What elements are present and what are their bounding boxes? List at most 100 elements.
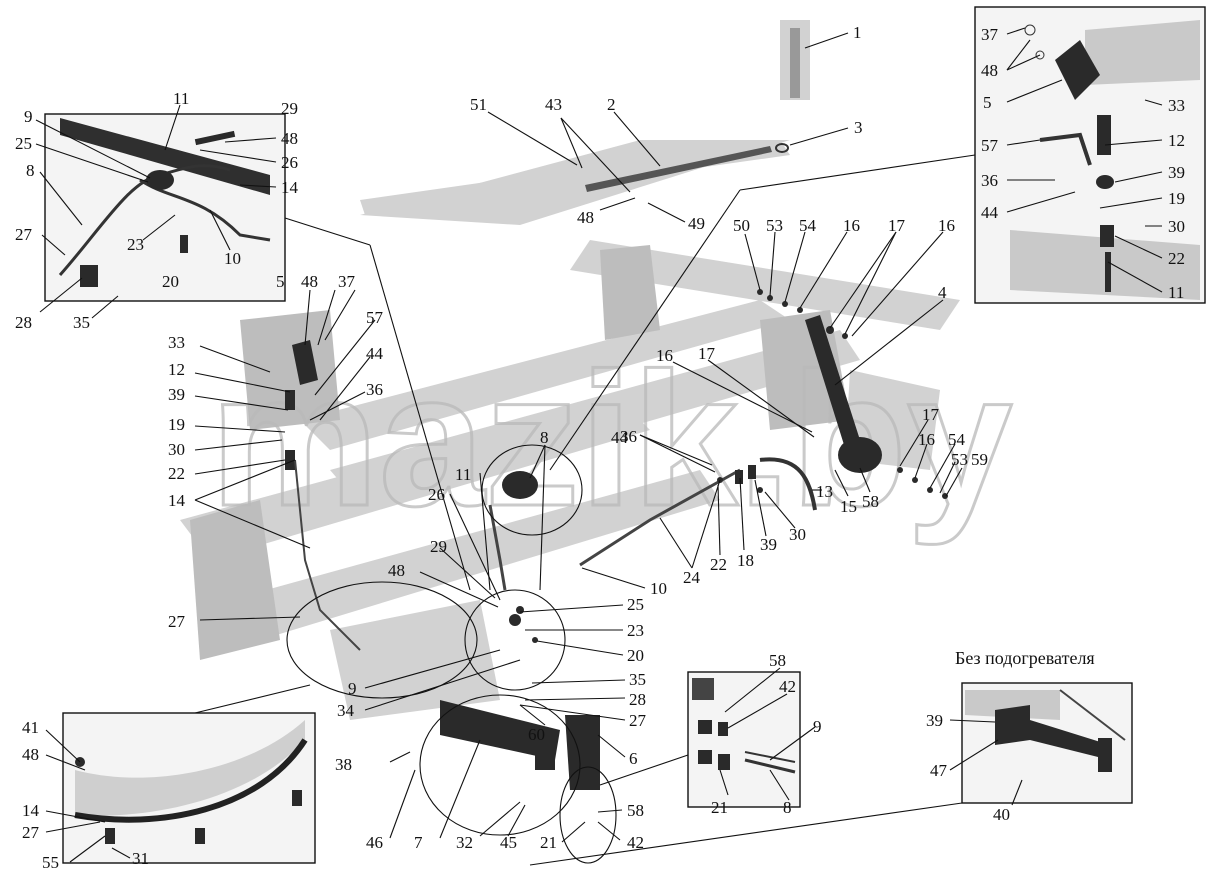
caption-no-heater: Без подогревателя xyxy=(955,648,1095,668)
chassis-frame-drawing xyxy=(180,20,960,720)
label-8: 8 xyxy=(26,161,35,180)
label-54: 54 xyxy=(799,216,817,235)
label-47: 47 xyxy=(930,761,948,780)
label-30: 30 xyxy=(1168,217,1185,236)
label-39: 39 xyxy=(760,535,777,554)
label-22: 22 xyxy=(168,464,185,483)
label-46: 46 xyxy=(366,833,383,852)
label-27: 27 xyxy=(168,612,186,631)
label-25: 25 xyxy=(627,595,644,614)
label-33: 33 xyxy=(1168,96,1185,115)
label-39: 39 xyxy=(1168,163,1185,182)
label-36: 36 xyxy=(981,171,998,190)
label-21: 21 xyxy=(711,798,728,817)
label-39: 39 xyxy=(926,711,943,730)
part-5-valve xyxy=(292,340,318,385)
label-35: 35 xyxy=(73,313,90,332)
label-50: 50 xyxy=(733,216,750,235)
label-9: 9 xyxy=(813,717,822,736)
label-37: 37 xyxy=(981,25,999,44)
label-13: 13 xyxy=(816,482,833,501)
label-39: 39 xyxy=(168,385,185,404)
callout-labels: 1 2 3 51 43 48 49 50 53 54 16 17 16 4 16… xyxy=(15,23,1185,872)
label-8: 8 xyxy=(540,428,549,447)
label-11: 11 xyxy=(1168,283,1184,302)
label-54: 54 xyxy=(948,430,966,449)
label-33: 33 xyxy=(168,333,185,352)
label-16: 16 xyxy=(656,346,673,365)
label-15: 15 xyxy=(840,497,857,516)
label-3: 3 xyxy=(854,118,863,137)
label-51: 51 xyxy=(470,95,487,114)
label-18: 18 xyxy=(737,551,754,570)
label-2: 2 xyxy=(607,95,616,114)
leader-lines xyxy=(35,27,1163,863)
label-42: 42 xyxy=(779,677,796,696)
label-11: 11 xyxy=(173,89,189,108)
label-19: 19 xyxy=(1168,189,1185,208)
label-1: 1 xyxy=(853,23,862,42)
label-57: 57 xyxy=(981,136,999,155)
label-21: 21 xyxy=(540,833,557,852)
part-15-end xyxy=(838,437,882,473)
label-16: 16 xyxy=(938,216,955,235)
part-2-pipe xyxy=(585,146,772,192)
label-8: 8 xyxy=(783,798,792,817)
label-44: 44 xyxy=(611,428,629,447)
label-59: 59 xyxy=(971,450,988,469)
label-38: 38 xyxy=(335,755,352,774)
label-19: 19 xyxy=(168,415,185,434)
label-35: 35 xyxy=(629,670,646,689)
label-14: 14 xyxy=(168,491,186,510)
label-24: 24 xyxy=(683,568,701,587)
label-27: 27 xyxy=(22,823,40,842)
part-6-bracket xyxy=(565,715,600,790)
label-14: 14 xyxy=(22,801,40,820)
label-53: 53 xyxy=(766,216,783,235)
part-10-pipe xyxy=(579,468,741,567)
label-6: 6 xyxy=(629,749,638,768)
label-41: 41 xyxy=(22,718,39,737)
label-25: 25 xyxy=(15,134,32,153)
label-17: 17 xyxy=(922,405,940,424)
label-48: 48 xyxy=(577,208,594,227)
label-20: 20 xyxy=(627,646,644,665)
label-22: 22 xyxy=(1168,249,1185,268)
inset-bottom-left xyxy=(62,712,316,864)
label-44: 44 xyxy=(366,344,384,363)
label-20: 20 xyxy=(162,272,179,291)
label-36: 36 xyxy=(366,380,383,399)
label-32: 32 xyxy=(456,833,473,852)
label-30: 30 xyxy=(168,440,185,459)
label-5: 5 xyxy=(276,272,285,291)
label-17: 17 xyxy=(888,216,906,235)
label-49: 49 xyxy=(688,214,705,233)
label-12: 12 xyxy=(1168,131,1185,150)
label-58: 58 xyxy=(627,801,644,820)
part-8-valve xyxy=(502,471,538,499)
label-48: 48 xyxy=(22,745,39,764)
label-7: 7 xyxy=(414,833,423,852)
part-3-clamp xyxy=(775,143,789,153)
label-36: 36 xyxy=(620,427,637,446)
label-4: 4 xyxy=(938,283,947,302)
label-53: 53 xyxy=(951,450,968,469)
inset-top-right xyxy=(974,6,1206,304)
part-4-cylinder xyxy=(805,315,860,448)
label-31: 31 xyxy=(132,849,149,868)
label-55: 55 xyxy=(42,853,59,872)
label-28: 28 xyxy=(629,690,646,709)
label-16: 16 xyxy=(918,430,935,449)
label-28: 28 xyxy=(15,313,32,332)
label-23: 23 xyxy=(627,621,644,640)
label-22: 22 xyxy=(710,555,727,574)
label-44: 44 xyxy=(981,203,999,222)
label-40: 40 xyxy=(993,805,1010,824)
part-1-spring xyxy=(790,28,800,98)
label-57: 57 xyxy=(366,308,384,327)
label-16: 16 xyxy=(843,216,860,235)
label-58: 58 xyxy=(862,492,879,511)
inset-part-5 xyxy=(1055,40,1100,100)
label-9: 9 xyxy=(24,107,33,126)
